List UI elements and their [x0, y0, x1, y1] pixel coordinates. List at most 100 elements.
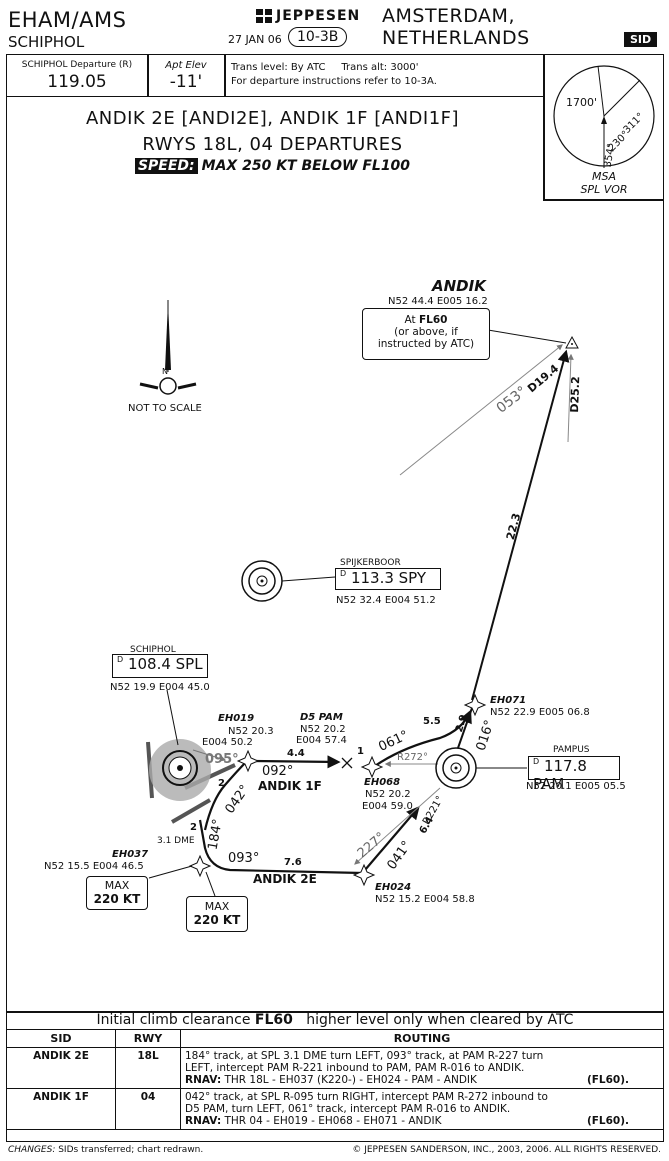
chart-frame: [6, 54, 664, 1142]
label-2a: 2: [218, 778, 225, 789]
max-speed-2-l1: MAX: [204, 900, 230, 913]
speed-tag: SPEED:: [134, 158, 198, 174]
changes-text: SIDs transferred; chart redrawn.: [55, 1145, 204, 1155]
sid-runway: 04: [115, 1088, 181, 1130]
trans-line-1: Trans level: By ATC Trans alt: 3000': [231, 62, 419, 73]
radial-095: [192, 749, 227, 762]
north-label: N: [162, 367, 168, 376]
spl-frequency-box: D 108.4 SPL: [112, 654, 208, 678]
chart-type-badge: SID: [624, 32, 658, 47]
spy-frequency-box: D 113.3 SPY: [335, 568, 441, 590]
speed-restriction: SPEED:MAX 250 KT BELOW FL100: [0, 158, 545, 174]
andik-coords: N52 44.4 E005 16.2: [388, 296, 488, 307]
waypoint-eh071-icon: [463, 693, 487, 717]
label-2b: 2: [190, 822, 197, 833]
page-number: 10-3B: [288, 27, 348, 47]
label-093: 093°: [228, 851, 260, 866]
msa-diagram: [553, 65, 655, 168]
clearance-a: Initial climb clearance: [96, 1012, 255, 1028]
brand-name: JEPPESEN: [276, 8, 361, 24]
eh024-name: EH024: [375, 882, 412, 893]
airport-code: EHAM/AMS: [8, 8, 127, 32]
max-speed-box-2: MAX 220 KT: [186, 896, 248, 932]
sid-routing: 184° track, at SPL 3.1 DME turn LEFT, 09…: [180, 1047, 664, 1089]
elev-value: -11': [169, 72, 203, 92]
city-name: AMSTERDAM, NETHERLANDS: [382, 5, 530, 49]
eh037-coords: N52 15.5 E004 46.5: [44, 861, 144, 872]
routing-table: SID RWY ROUTING ANDIK 2E 18L 184° track,…: [6, 1029, 664, 1130]
leader-line: [148, 865, 193, 879]
label-092: 092°: [262, 764, 294, 779]
airport-name: SCHIPHOL: [8, 33, 85, 51]
eh068-lon: E004 59.0: [362, 801, 413, 812]
elev-label: Apt Elev: [165, 60, 207, 71]
label-1: 1: [357, 746, 364, 757]
route-leg-093: [198, 819, 363, 875]
andik-note-at: At: [404, 314, 419, 326]
label-d25-2: D25.2: [568, 376, 583, 413]
d5pam-lon: E004 57.4: [296, 735, 347, 746]
spy-freq: 113.3 SPY: [350, 569, 427, 587]
jeppesen-logo-icon: [256, 9, 272, 23]
waypoint-eh024-icon: [352, 863, 376, 887]
jeppesen-logo: JEPPESEN: [256, 8, 360, 24]
col-routing: ROUTING: [180, 1029, 664, 1048]
clearance-c: higher level only when cleared by ATC: [292, 1012, 574, 1028]
route-leg-092: [251, 755, 341, 769]
route-leg-041: [364, 805, 420, 871]
runway-title: RWYS 18L, 04 DEPARTURES: [142, 134, 403, 155]
d5pam-name: D5 PAM: [300, 712, 343, 723]
leader-line: [487, 329, 567, 344]
max-speed-2-l2: 220 KT: [193, 913, 241, 927]
not-to-scale: NOT TO SCALE: [128, 403, 202, 414]
andik-name: ANDIK: [432, 277, 486, 295]
table-row: ANDIK 1F 04 042° track, at SPL R-095 tur…: [6, 1088, 664, 1130]
radial-053: [399, 344, 563, 476]
divider: [543, 54, 545, 200]
rnav-text: THR 18L - EH037 (K220-) - EH024 - PAM - …: [221, 1074, 477, 1086]
pam-coords: N52 20.1 E005 05.5: [526, 781, 626, 792]
andik-note-line-3: instructed by ATC): [377, 338, 475, 350]
changes-label: CHANGES:: [8, 1145, 56, 1155]
departure-label: SCHIPHOL Departure (R): [21, 60, 133, 70]
label-andik-1f: ANDIK 1F: [258, 779, 322, 793]
max-speed-box-1: MAX 220 KT: [86, 876, 148, 910]
eh068-name: EH068: [364, 777, 401, 788]
andik-altitude-note: At FL60 (or above, if instructed by ATC): [362, 308, 490, 360]
waypoint-eh037-icon: [188, 854, 212, 878]
sid-runway: 18L: [115, 1047, 181, 1089]
chart-date: 27 JAN 06: [228, 33, 282, 46]
label-7-6: 7.6: [284, 857, 302, 868]
label-3-1-dme: 3.1 DME: [157, 836, 195, 846]
routing-line-1: 042° track, at SPL R-095 turn RIGHT, int…: [185, 1091, 548, 1103]
copyright: © JEPPESEN SANDERSON, INC., 2003, 2006. …: [352, 1145, 661, 1155]
eh071-coords: N52 22.9 E005 06.8: [490, 707, 590, 718]
waypoint-andik-icon: [565, 335, 579, 349]
eh024-coords: N52 15.2 E004 58.8: [375, 894, 475, 905]
routing-line-2: LEFT, intercept PAM R-221 inbound to PAM…: [185, 1062, 525, 1074]
trans-line-2: For departure instructions refer to 10-3…: [231, 76, 437, 87]
pam-freq: 117.8 PAM: [533, 757, 587, 793]
msa-label-2: SPL VOR: [580, 183, 628, 196]
divider: [147, 54, 149, 96]
routing-header-row: SID RWY ROUTING: [6, 1029, 664, 1048]
changes-note: CHANGES: SIDs transferred; chart redrawn…: [8, 1145, 203, 1155]
pam-name: PAMPUS: [553, 745, 590, 755]
pam-freq-prefix: D: [533, 757, 540, 766]
waypoint-d5pam-icon: [341, 757, 353, 769]
max-speed-1-l1: MAX: [104, 879, 130, 892]
climb-clearance: Initial climb clearance FL60 higher leve…: [6, 1012, 664, 1028]
waypoint-eh068-icon: [360, 755, 384, 779]
clearance-fl: FL60: [254, 1012, 293, 1028]
sid-routing: 042° track, at SPL R-095 turn RIGHT, int…: [180, 1088, 664, 1130]
label-4-4: 4.4: [287, 748, 305, 759]
eh071-name: EH071: [490, 695, 527, 706]
spl-name: SCHIPHOL: [130, 645, 176, 655]
procedure-title: ANDIK 2E [ANDI2E], ANDIK 1F [ANDI1F]: [85, 108, 460, 129]
divider: [224, 54, 226, 96]
radial-227: [354, 787, 441, 865]
msa-altitude: 1700': [566, 96, 598, 109]
divider: [6, 1011, 664, 1013]
label-andik-2e: ANDIK 2E: [253, 872, 317, 886]
route-leg-042: [203, 759, 249, 831]
